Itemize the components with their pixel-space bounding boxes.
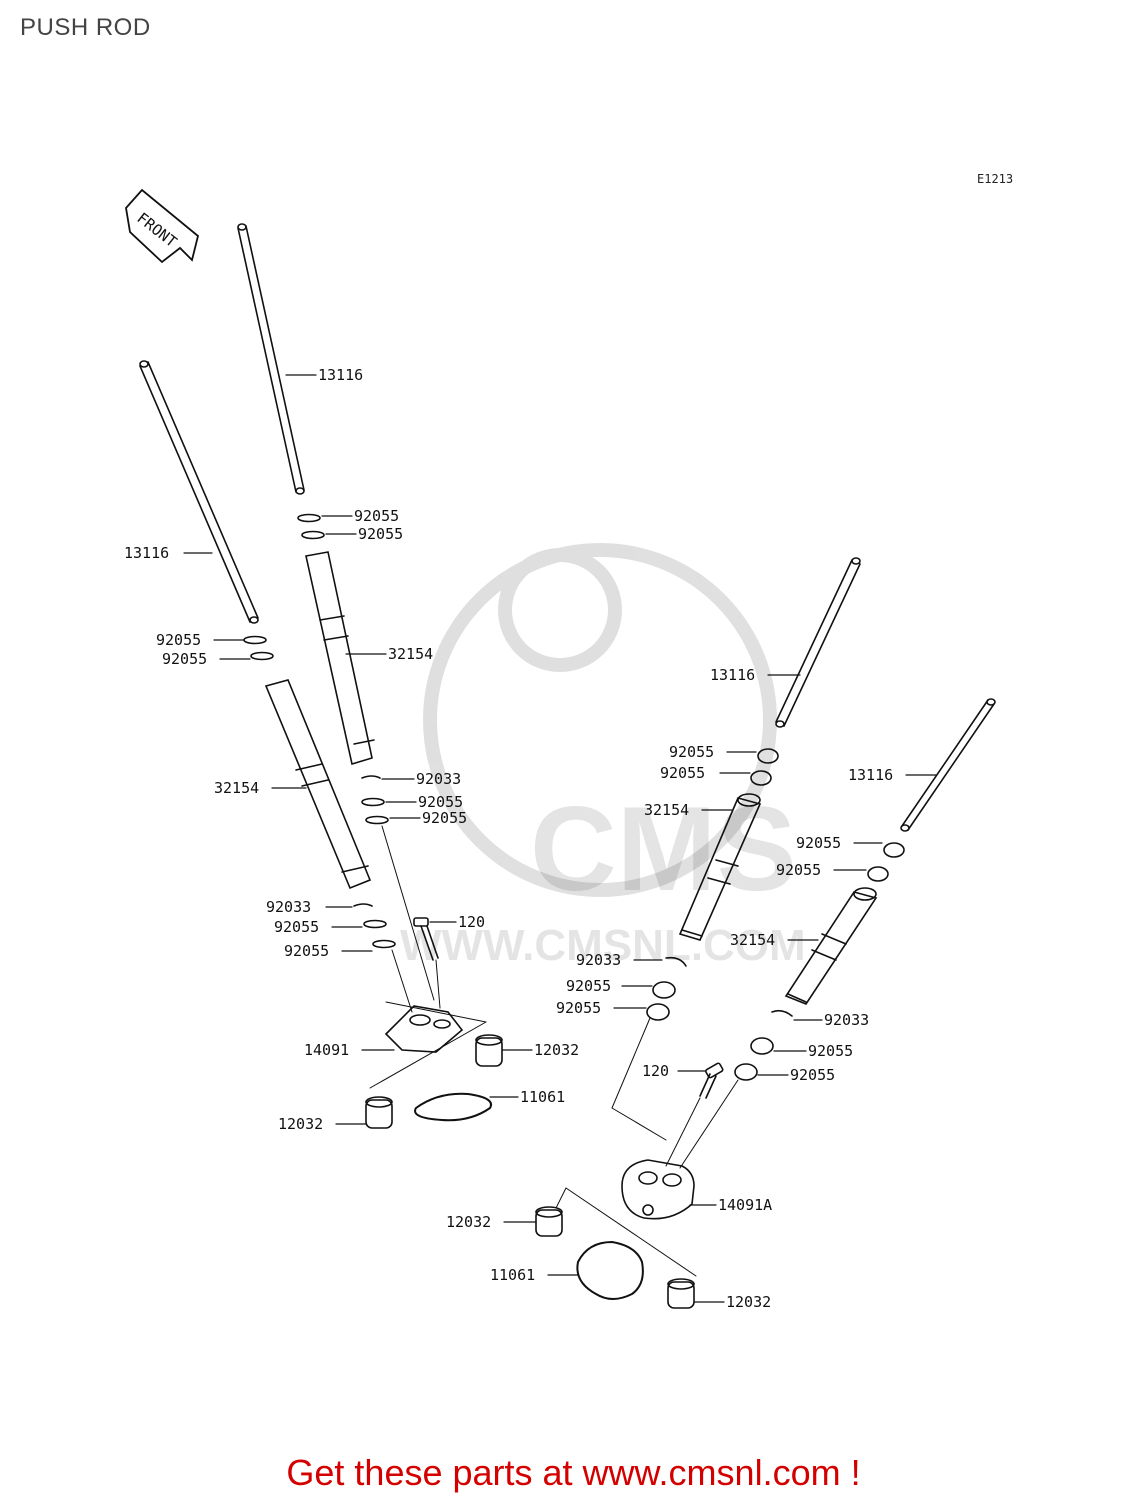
leader-lines <box>183 374 937 1303</box>
circlip <box>353 903 373 907</box>
callout-label: 92055 <box>776 861 821 879</box>
promo-link[interactable]: Get these parts at www.cmsnl.com ! <box>0 1452 1147 1494</box>
callout-label: 120 <box>458 913 485 931</box>
callout-label: 12032 <box>534 1041 579 1059</box>
callout-label: 32154 <box>644 801 689 819</box>
callout-label: 12032 <box>278 1115 323 1133</box>
o-ring <box>297 513 321 523</box>
o-ring <box>750 770 772 786</box>
callout-label: 92033 <box>576 951 621 969</box>
page-title: PUSH ROD <box>20 14 151 41</box>
callout-label: 92033 <box>266 898 311 916</box>
callout-label: 32154 <box>388 645 433 663</box>
o-ring <box>363 919 387 929</box>
o-ring <box>652 981 676 999</box>
callout-label: 92055 <box>284 942 329 960</box>
callout-label: 92055 <box>354 507 399 525</box>
callout-label: 11061 <box>520 1088 565 1106</box>
callout-label: 14091A <box>718 1196 772 1214</box>
o-ring <box>301 530 325 540</box>
push-rod-right-upper <box>775 557 861 728</box>
promo-link-text[interactable]: Get these parts at www.cmsnl.com ! <box>286 1452 861 1493</box>
parts-diagram: CMS WWW.CMSNL.COM FRONT <box>124 188 996 1311</box>
o-ring <box>250 651 274 661</box>
callout-label: 92055 <box>162 650 207 668</box>
collar <box>365 1096 393 1129</box>
o-ring <box>372 939 396 949</box>
callout-label: 92055 <box>669 743 714 761</box>
o-ring <box>757 748 779 764</box>
bolt-right <box>699 1062 724 1099</box>
o-ring <box>361 797 385 807</box>
push-rod-tube-lower <box>264 679 372 890</box>
bolt-left <box>413 917 439 961</box>
callout-label: 14091 <box>304 1041 349 1059</box>
push-rod-tube-right-lower <box>784 887 878 1005</box>
callout-label: 13116 <box>124 544 169 562</box>
callout-label: 92055 <box>274 918 319 936</box>
callout-label: 13116 <box>318 366 363 384</box>
o-ring <box>750 1037 774 1055</box>
callout-label: 92055 <box>422 809 467 827</box>
gasket-left <box>414 1092 492 1122</box>
callout-label: 92055 <box>790 1066 835 1084</box>
push-rod-tube-right-upper <box>678 793 762 941</box>
o-ring <box>646 1003 670 1021</box>
callout-label: 13116 <box>848 766 893 784</box>
o-ring <box>867 866 889 882</box>
circlip <box>665 956 687 967</box>
callout-label: 11061 <box>490 1266 535 1284</box>
gasket-right <box>576 1240 644 1300</box>
callout-label: 92033 <box>824 1011 869 1029</box>
push-rod-left-upper <box>237 223 305 495</box>
callout-label: 92033 <box>416 770 461 788</box>
callout-label: 32154 <box>730 931 775 949</box>
o-ring <box>734 1063 758 1081</box>
callout-label: 13116 <box>710 666 755 684</box>
callout-label: 92055 <box>358 525 403 543</box>
callout-label: 12032 <box>726 1293 771 1311</box>
callout-label: 92055 <box>156 631 201 649</box>
callout-labels: 13116 13116 92055 92055 92055 92055 3215… <box>124 366 893 1311</box>
tappet-holder-left <box>384 1005 464 1053</box>
callout-label: 92055 <box>566 977 611 995</box>
callout-label: 120 <box>642 1062 669 1080</box>
callout-label: 12032 <box>446 1213 491 1231</box>
front-arrow-icon: FRONT <box>125 188 200 264</box>
o-ring <box>365 815 389 825</box>
o-ring <box>243 635 267 645</box>
push-rod-left-lower <box>139 360 259 624</box>
push-rod-tube-upper <box>305 551 375 766</box>
callout-label: 92055 <box>660 764 705 782</box>
circlip <box>361 775 381 779</box>
collar <box>667 1278 695 1309</box>
push-rod-right-lower <box>900 698 996 832</box>
tappet-holder-right <box>621 1159 695 1220</box>
diagram-code: E1213 <box>977 172 1014 186</box>
callout-label: 92055 <box>556 999 601 1017</box>
callout-label: 92055 <box>418 793 463 811</box>
watermark-logo <box>423 543 777 897</box>
watermark-url: WWW.CMSNL.COM <box>400 921 806 970</box>
o-ring <box>883 842 905 858</box>
watermark-brand: CMS <box>530 782 797 916</box>
callout-label: 92055 <box>808 1042 853 1060</box>
collar <box>535 1206 563 1237</box>
collar <box>475 1034 503 1067</box>
circlip <box>771 1009 793 1017</box>
callout-label: 92055 <box>796 834 841 852</box>
callout-label: 32154 <box>214 779 259 797</box>
